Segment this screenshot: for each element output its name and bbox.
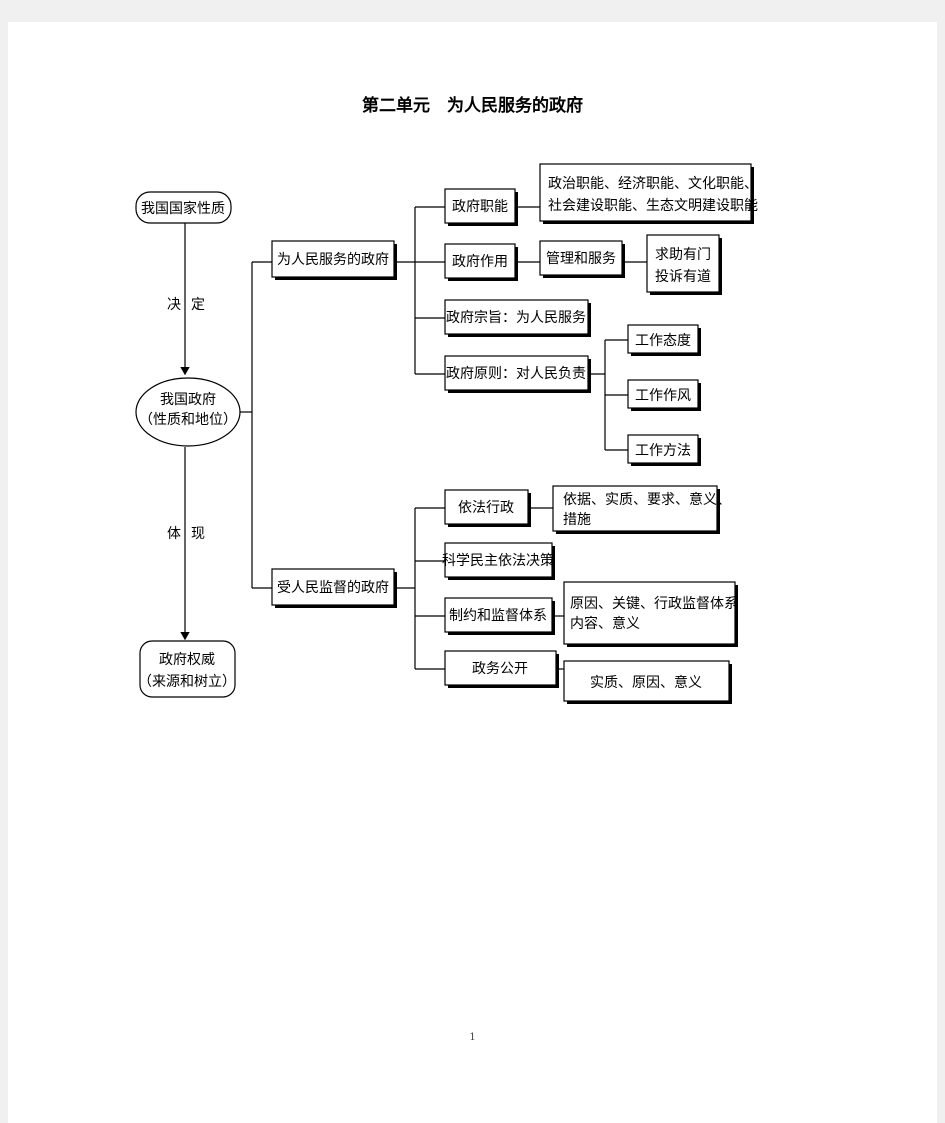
node-work-method: 工作方法 [627, 434, 701, 466]
svg-text:政府宗旨：为人民服务: 政府宗旨：为人民服务 [446, 310, 586, 326]
svg-text:政务公开: 政务公开 [472, 661, 528, 677]
node-government-openness: 政务公开 [444, 650, 559, 688]
svg-text:受人民监督的政府: 受人民监督的政府 [277, 580, 389, 596]
svg-text:原因、关键、行政监督体系: 原因、关键、行政监督体系 [570, 596, 738, 612]
svg-text:措施: 措施 [563, 512, 591, 528]
svg-text:政治职能、经济职能、文化职能、: 政治职能、经济职能、文化职能、 [548, 176, 758, 192]
label-embody-2: 现 [191, 526, 205, 542]
svg-text:政府职能: 政府职能 [452, 199, 508, 215]
node-functions-detail: 政治职能、经济职能、文化职能、 社会建设职能、生态文明建设职能 [539, 163, 758, 224]
svg-text:求助有门: 求助有门 [655, 247, 711, 263]
node-serving-government: 为人民服务的政府 [271, 240, 397, 280]
concept-map-diagram: 我国国家性质 决 定 我国政府 （性质和地位） 体 现 政府权威 （来源和树立）… [135, 163, 758, 704]
svg-text:政府作用: 政府作用 [452, 254, 508, 270]
node-supervision-detail: 原因、关键、行政监督体系 内容、意义 [563, 581, 738, 647]
label-decide-2: 定 [191, 297, 205, 313]
node-openness-detail: 实质、原因、意义 [563, 660, 732, 704]
svg-text:（性质和地位）: （性质和地位） [139, 412, 237, 428]
label-embody-1: 体 [167, 526, 181, 542]
node-work-style: 工作作风 [627, 379, 701, 411]
node-law-administration: 依法行政 [444, 489, 531, 527]
svg-text:依法行政: 依法行政 [458, 500, 514, 516]
svg-text:依据、实质、要求、意义、: 依据、实质、要求、意义、 [563, 491, 731, 508]
node-scientific-decision: 科学民主依法决策 [442, 542, 555, 580]
svg-text:（来源和树立）: （来源和树立） [138, 674, 236, 690]
svg-text:实质、原因、意义: 实质、原因、意义 [590, 674, 702, 691]
page-title: 第二单元 为人民服务的政府 [362, 96, 583, 116]
label-decide-1: 决 [167, 297, 181, 313]
node-help-complaint: 求助有门 投诉有道 [646, 234, 722, 295]
svg-text:政府权威: 政府权威 [159, 652, 215, 668]
node-government-roles: 政府作用 [444, 243, 518, 281]
node-supervision-system: 制约和监督体系 [444, 597, 555, 635]
node-supervised-government: 受人民监督的政府 [271, 568, 397, 608]
svg-text:工作作风: 工作作风 [635, 388, 691, 404]
svg-text:制约和监督体系: 制约和监督体系 [449, 608, 547, 624]
svg-text:社会建设职能、生态文明建设职能: 社会建设职能、生态文明建设职能 [548, 198, 758, 214]
connector-lines [180, 206, 647, 670]
node-government-authority: 政府权威 （来源和树立） [138, 640, 236, 698]
svg-text:我国国家性质: 我国国家性质 [141, 200, 225, 217]
page-number: 1 [469, 1032, 476, 1043]
svg-text:内容、意义: 内容、意义 [570, 615, 640, 632]
svg-text:工作方法: 工作方法 [635, 443, 691, 459]
svg-text:为人民服务的政府: 为人民服务的政府 [277, 252, 389, 268]
node-work-attitude: 工作态度 [627, 324, 701, 356]
svg-text:投诉有道: 投诉有道 [655, 269, 711, 285]
node-government-functions: 政府职能 [444, 188, 518, 226]
node-law-detail: 依据、实质、要求、意义、 措施 [552, 485, 731, 534]
svg-text:政府原则：对人民负责: 政府原则：对人民负责 [446, 366, 586, 382]
node-management-service: 管理和服务 [539, 240, 625, 278]
node-our-government: 我国政府 （性质和地位） [135, 377, 241, 447]
svg-text:科学民主依法决策: 科学民主依法决策 [442, 552, 554, 569]
node-government-purpose: 政府宗旨：为人民服务 [444, 299, 591, 337]
svg-text:我国政府: 我国政府 [160, 392, 216, 408]
node-government-principle: 政府原则：对人民负责 [444, 355, 591, 393]
node-state-nature: 我国国家性质 [135, 191, 232, 224]
svg-text:工作态度: 工作态度 [635, 333, 691, 349]
document-page: 第二单元 为人民服务的政府 [8, 22, 937, 1123]
svg-text:管理和服务: 管理和服务 [546, 251, 616, 267]
